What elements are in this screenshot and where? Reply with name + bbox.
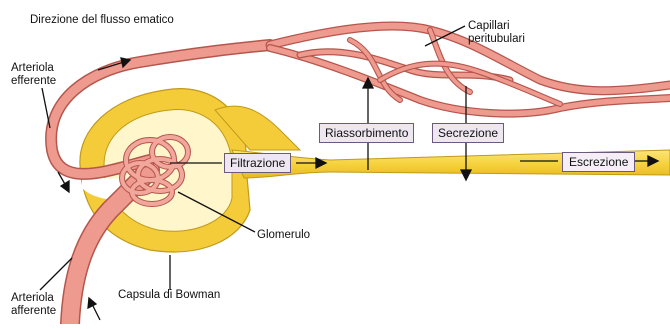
reabsorption-box: Riassorbimento: [319, 123, 414, 143]
flow-direction-label: Direzione del flusso ematico: [30, 14, 174, 27]
afferent-label-line2: afferente: [11, 305, 56, 318]
afferent-label-line1: Arteriola: [11, 292, 56, 305]
filtration-box: Filtrazione: [224, 153, 291, 173]
efferent-label-line2: efferente: [11, 75, 56, 88]
afferent-flow-arrow: [92, 304, 100, 320]
bowman-capsule-label: Capsula di Bowman: [118, 289, 220, 302]
glomerulus-label: Glomerulo: [257, 229, 310, 242]
efferent-leader: [42, 88, 50, 128]
afferent-arteriole-label: Arteriola afferente: [11, 292, 56, 318]
peritubular-label-line2: peritubulari: [468, 33, 525, 46]
secretion-box: Secrezione: [432, 123, 504, 143]
peritubular-label-line1: Capillari: [468, 20, 525, 33]
excretion-box: Escrezione: [562, 152, 635, 172]
peritubular-capillaries-label: Capillari peritubulari: [468, 20, 525, 46]
efferent-arteriole-label: Arteriola efferente: [11, 62, 56, 88]
blood-vessels: [51, 26, 670, 324]
efferent-label-line1: Arteriola: [11, 62, 56, 75]
